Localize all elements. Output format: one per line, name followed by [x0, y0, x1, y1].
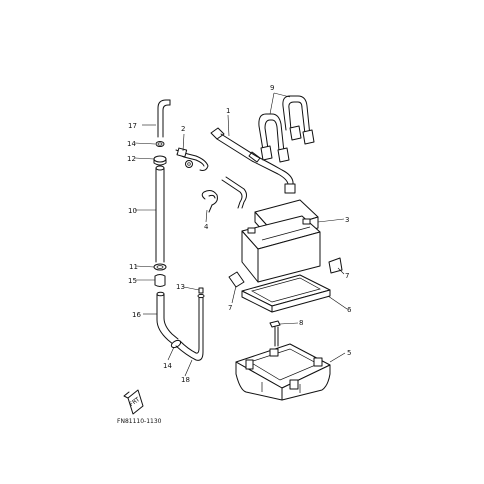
elbow-fitting-part [198, 287, 204, 294]
callout-6: 6 [347, 306, 352, 314]
diagram-code: FN81110-1130 [117, 418, 162, 425]
battery-part [241, 199, 321, 283]
callout-4: 4 [204, 223, 209, 231]
callout-9: 9 [270, 84, 274, 92]
label-pad-left-part [228, 271, 245, 288]
battery-band-part [258, 95, 315, 163]
breather-pipe-part [155, 165, 165, 263]
callout-18: 18 [181, 376, 190, 384]
leader-lines [134, 92, 348, 377]
callout-7-left: 7 [228, 304, 232, 312]
callout-16: 16 [132, 311, 141, 319]
callout-5: 5 [347, 349, 351, 357]
callout-1: 1 [226, 107, 230, 115]
hose-clip-bottom-part [170, 339, 182, 349]
breather-hose-part [156, 291, 179, 346]
callout-15: 15 [128, 277, 137, 285]
positive-lead-part [210, 127, 296, 194]
cap-joint-part [153, 155, 167, 166]
callout-10: 10 [128, 207, 137, 215]
callout-7-right: 7 [345, 272, 349, 280]
battery-mat-part [241, 274, 331, 313]
callout-11: 11 [129, 263, 138, 271]
negative-lead-part [175, 147, 209, 171]
callout-17: 17 [128, 122, 137, 130]
lead-clamp-part [201, 190, 218, 213]
breather-elbow-part [157, 99, 171, 138]
callout-13: 13 [176, 283, 185, 291]
callout-12: 12 [127, 155, 136, 163]
front-direction-icon: FRT [123, 389, 144, 415]
callout-3: 3 [345, 216, 349, 224]
callout-2: 2 [181, 125, 185, 133]
callout-8: 8 [299, 319, 303, 327]
label-pad-right-part [328, 257, 343, 274]
bolt-part [269, 320, 281, 347]
callout-14-bottom: 14 [163, 362, 172, 370]
ring-part [153, 263, 167, 271]
battery-box-part [235, 343, 331, 401]
joint-part [154, 274, 166, 287]
callout-14-top: 14 [127, 140, 136, 148]
drain-hose-part [175, 293, 205, 361]
hose-clip-top-part [155, 141, 165, 147]
cable-bracket-part [221, 176, 247, 209]
callout-labels: 1 2 3 4 5 6 7 7 8 9 10 11 12 13 14 14 15… [127, 84, 352, 384]
